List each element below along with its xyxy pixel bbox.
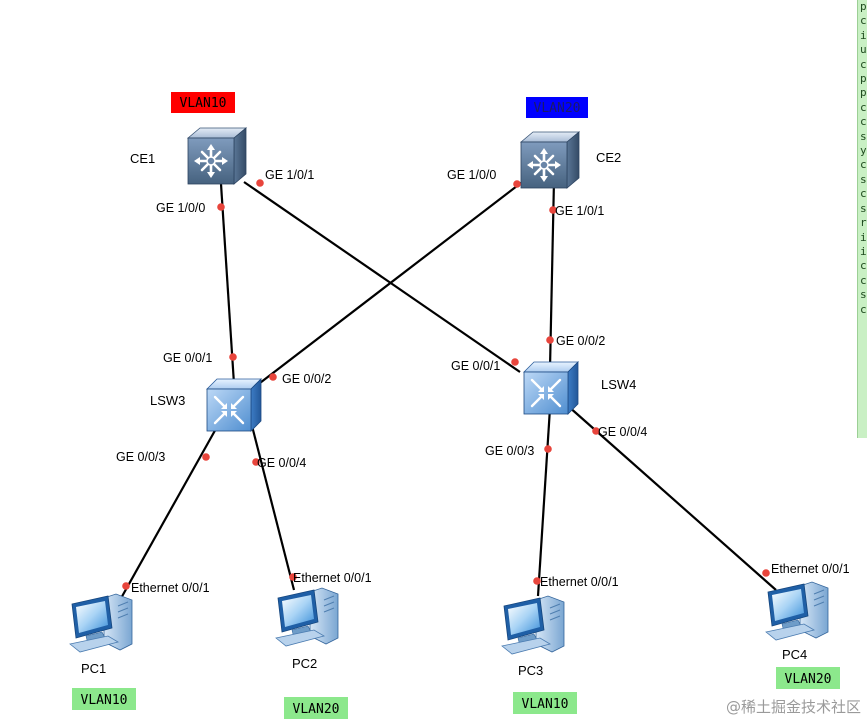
device-name-ce1: CE1 [130,151,155,166]
port-dot [762,569,770,577]
port-label-pc1-eth: Ethernet 0/0/1 [131,581,210,595]
side-note-char: i [860,244,867,258]
port-dot [511,358,519,366]
side-note-char: r [860,216,867,230]
side-note-char: i [860,230,867,244]
link-ce1-lsw4 [243,181,521,373]
side-note-char: i [860,28,867,42]
vlan-tag-pc4: VLAN20 [776,667,840,689]
device-name-pc4: PC4 [782,647,807,662]
device-name-pc2: PC2 [292,656,317,671]
side-note-char: c [860,158,867,172]
side-note-char: p [860,86,867,100]
side-note-char: c [860,302,867,316]
switch-lsw3-icon[interactable] [205,377,263,433]
port-dot [269,373,277,381]
port-label-ce2-ge100: GE 1/0/0 [447,168,496,182]
pc3-icon[interactable] [501,595,565,655]
port-label-lsw4-ge004: GE 0/0/4 [598,425,647,439]
port-label-ce1-ge100: GE 1/0/0 [156,201,205,215]
device-name-lsw3: LSW3 [150,393,185,408]
pc1-icon[interactable] [69,593,133,653]
side-note-char: s [860,172,867,186]
svg-text:VLAN20: VLAN20 [785,672,832,687]
svg-text:VLAN20: VLAN20 [293,702,340,717]
link-ce2-lsw3 [255,175,531,387]
svg-text:VLAN20: VLAN20 [534,101,581,116]
port-label-lsw3-ge003: GE 0/0/3 [116,450,165,464]
port-dot [252,458,260,466]
side-note-char: p [860,0,867,13]
link-lsw4-pc3 [536,407,552,597]
port-dot [592,427,600,435]
svg-text:VLAN10: VLAN10 [81,693,128,708]
port-label-lsw4-ge002: GE 0/0/2 [556,334,605,348]
vlan-tag-pc2: VLAN20 [284,697,348,719]
port-dots [122,179,770,590]
side-note-char: c [860,100,867,114]
side-note-char: s [860,201,867,215]
port-label-pc4-eth: Ethernet 0/0/1 [771,562,850,576]
port-dot [544,445,552,453]
port-dot [289,573,297,581]
port-label-pc2-eth: Ethernet 0/0/1 [293,571,372,585]
svg-text:VLAN10: VLAN10 [522,697,569,712]
side-note-char: c [860,14,867,28]
port-label-lsw4-ge003: GE 0/0/3 [485,444,534,458]
vlan-tag-ce2: VLAN20 [526,97,588,118]
side-note-char: s [860,129,867,143]
links [119,175,777,601]
port-label-ce2-ge101: GE 1/0/1 [555,204,604,218]
side-note-char: p [860,72,867,86]
side-note-char: c [860,273,867,287]
port-label-lsw3-ge002: GE 0/0/2 [282,372,331,386]
pc4-icon[interactable] [765,581,829,641]
device-name-pc1: PC1 [81,661,106,676]
vlan-tag-ce1: VLAN10 [171,92,235,113]
port-dot [533,577,541,585]
vlan-tag-pc1: VLAN10 [72,688,136,710]
device-name-lsw4: LSW4 [601,377,636,392]
link-lsw4-pc4 [567,405,777,591]
side-note-char: u [860,43,867,57]
watermark: @稀土掘金技术社区 [725,698,861,716]
link-ce1-lsw3 [219,183,236,385]
side-note-char: y [860,144,867,158]
port-label-lsw3-ge004: GE 0/0/4 [257,456,306,470]
port-dot [202,453,210,461]
side-note-char: c [860,57,867,71]
router-ce1-icon[interactable] [186,126,248,186]
router-ce2-icon[interactable] [519,130,581,190]
vlan-tag-pc3: VLAN10 [513,692,577,714]
switch-lsw4-icon[interactable] [522,360,580,416]
side-note-char: s [860,288,867,302]
port-dot [122,582,130,590]
port-dot [217,203,225,211]
link-lsw3-pc2 [248,417,296,591]
port-label-lsw3-ge001: GE 0/0/1 [163,351,212,365]
svg-text:VLAN10: VLAN10 [180,96,227,111]
side-note-char: c [860,187,867,201]
port-dot [513,180,521,188]
pc2-icon[interactable] [275,587,339,647]
port-label-pc3-eth: Ethernet 0/0/1 [540,575,619,589]
link-lsw3-pc1 [119,417,223,601]
port-dot [256,179,264,187]
port-label-lsw4-ge001: GE 0/0/1 [451,359,500,373]
port-dot [229,353,237,361]
side-note-char: c [860,259,867,273]
port-dot [546,336,554,344]
side-note-char: c [860,115,867,129]
device-name-ce2: CE2 [596,150,621,165]
device-name-pc3: PC3 [518,663,543,678]
port-dot [549,206,557,214]
port-label-ce1-ge101: GE 1/0/1 [265,168,314,182]
